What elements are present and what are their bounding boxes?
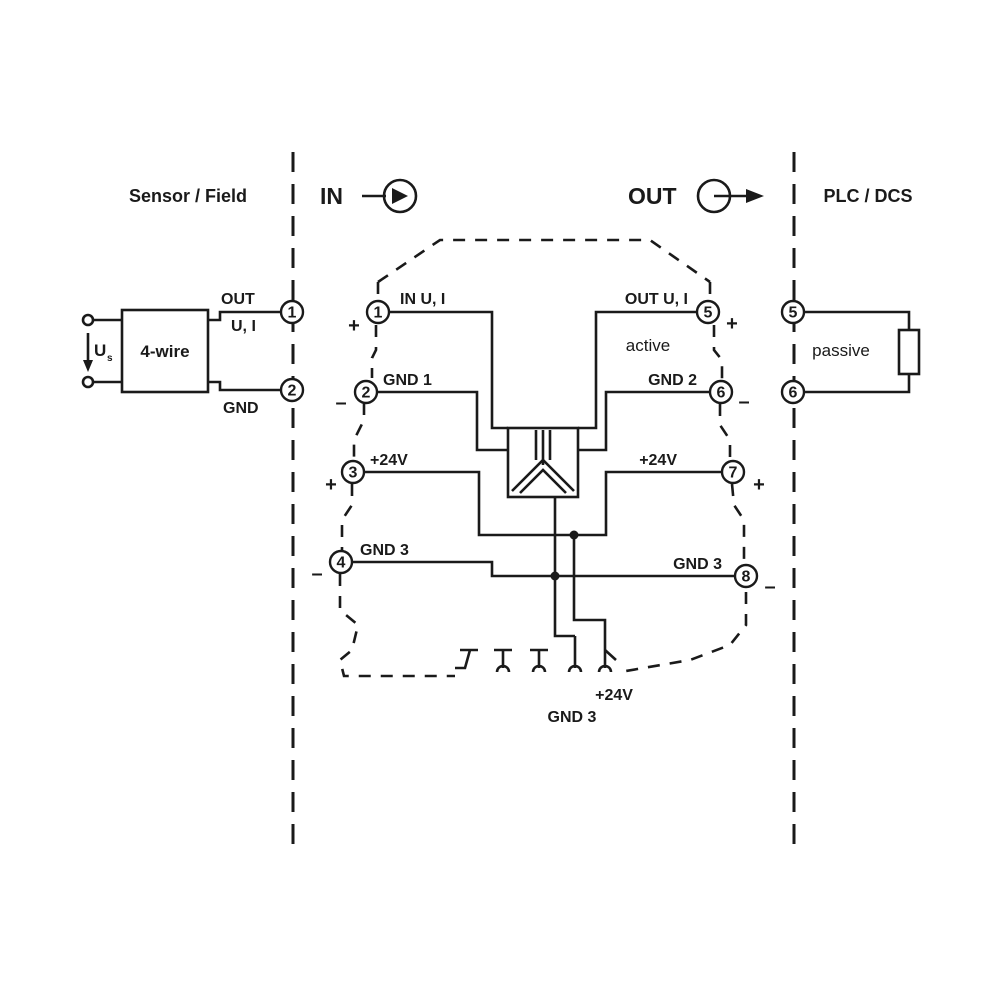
- terminal-out-7-label: +24V: [639, 452, 677, 469]
- sensor-out-sub: U, I: [231, 318, 256, 335]
- input-arrow-icon: [362, 178, 418, 214]
- plc-mode-label: passive: [812, 341, 870, 360]
- svg-text:1: 1: [288, 305, 297, 322]
- sensor-4wire-label: 4-wire: [140, 342, 189, 361]
- resistor-icon: [897, 328, 921, 376]
- bus-connector-icon: [455, 636, 617, 673]
- svg-text:1: 1: [374, 305, 383, 322]
- svg-text:2: 2: [288, 383, 297, 400]
- terminal-in-3-sign: +: [325, 474, 337, 496]
- module-outline: [338, 238, 748, 678]
- terminal-in-3-label: +24V: [370, 452, 408, 469]
- internal-wiring: [352, 310, 735, 650]
- terminal-out-8-sign: –: [764, 576, 775, 598]
- sensor-out-label: OUT: [221, 291, 255, 308]
- terminal-in-2-label: GND 1: [383, 372, 432, 389]
- zone-title-input: IN: [320, 183, 343, 209]
- svg-text:8: 8: [742, 569, 751, 586]
- terminal-in-1-label: IN U, I: [400, 291, 445, 308]
- svg-text:4: 4: [337, 555, 346, 572]
- svg-text:5: 5: [704, 305, 713, 322]
- terminal-in-4-sign: –: [311, 563, 322, 585]
- module-mode-label: active: [626, 336, 670, 355]
- svg-text:6: 6: [717, 385, 726, 402]
- terminal-out-5-sign: +: [726, 313, 738, 335]
- sensor-4wire-box: [120, 308, 210, 394]
- svg-text:2: 2: [362, 385, 371, 402]
- terminal-in-1-sign: +: [348, 315, 360, 337]
- svg-text:5: 5: [789, 305, 798, 322]
- terminal-in-4-label: GND 3: [360, 542, 409, 559]
- terminal-out-6-label: GND 2: [648, 372, 697, 389]
- zone-title-output: OUT: [628, 183, 677, 209]
- terminal-field-1: [279, 299, 305, 325]
- svg-text:3: 3: [349, 465, 358, 482]
- isolator-block-icon: [506, 426, 580, 499]
- terminal-out-8-label: GND 3: [673, 556, 722, 573]
- sensor-gnd-label: GND: [223, 400, 259, 417]
- zone-title-control: PLC / DCS: [823, 186, 912, 206]
- zone-title-field: Sensor / Field: [129, 186, 247, 206]
- supply-voltage-sub: s: [107, 353, 113, 364]
- bus-gnd-label: GND 3: [548, 709, 597, 726]
- terminal-field-2: [279, 377, 305, 403]
- terminal-out-7-sign: +: [753, 474, 765, 496]
- bus-pos-label: +24V: [595, 687, 633, 704]
- supply-voltage-label: U: [94, 341, 106, 360]
- svg-text:7: 7: [729, 465, 738, 482]
- svg-text:6: 6: [789, 385, 798, 402]
- terminal-out-5-label: OUT U, I: [625, 291, 688, 308]
- terminal-out-6-sign: –: [738, 391, 749, 413]
- output-arrow-icon: [696, 178, 764, 214]
- terminal-in-2-sign: –: [335, 392, 346, 414]
- sensor-supply: U s: [81, 313, 122, 389]
